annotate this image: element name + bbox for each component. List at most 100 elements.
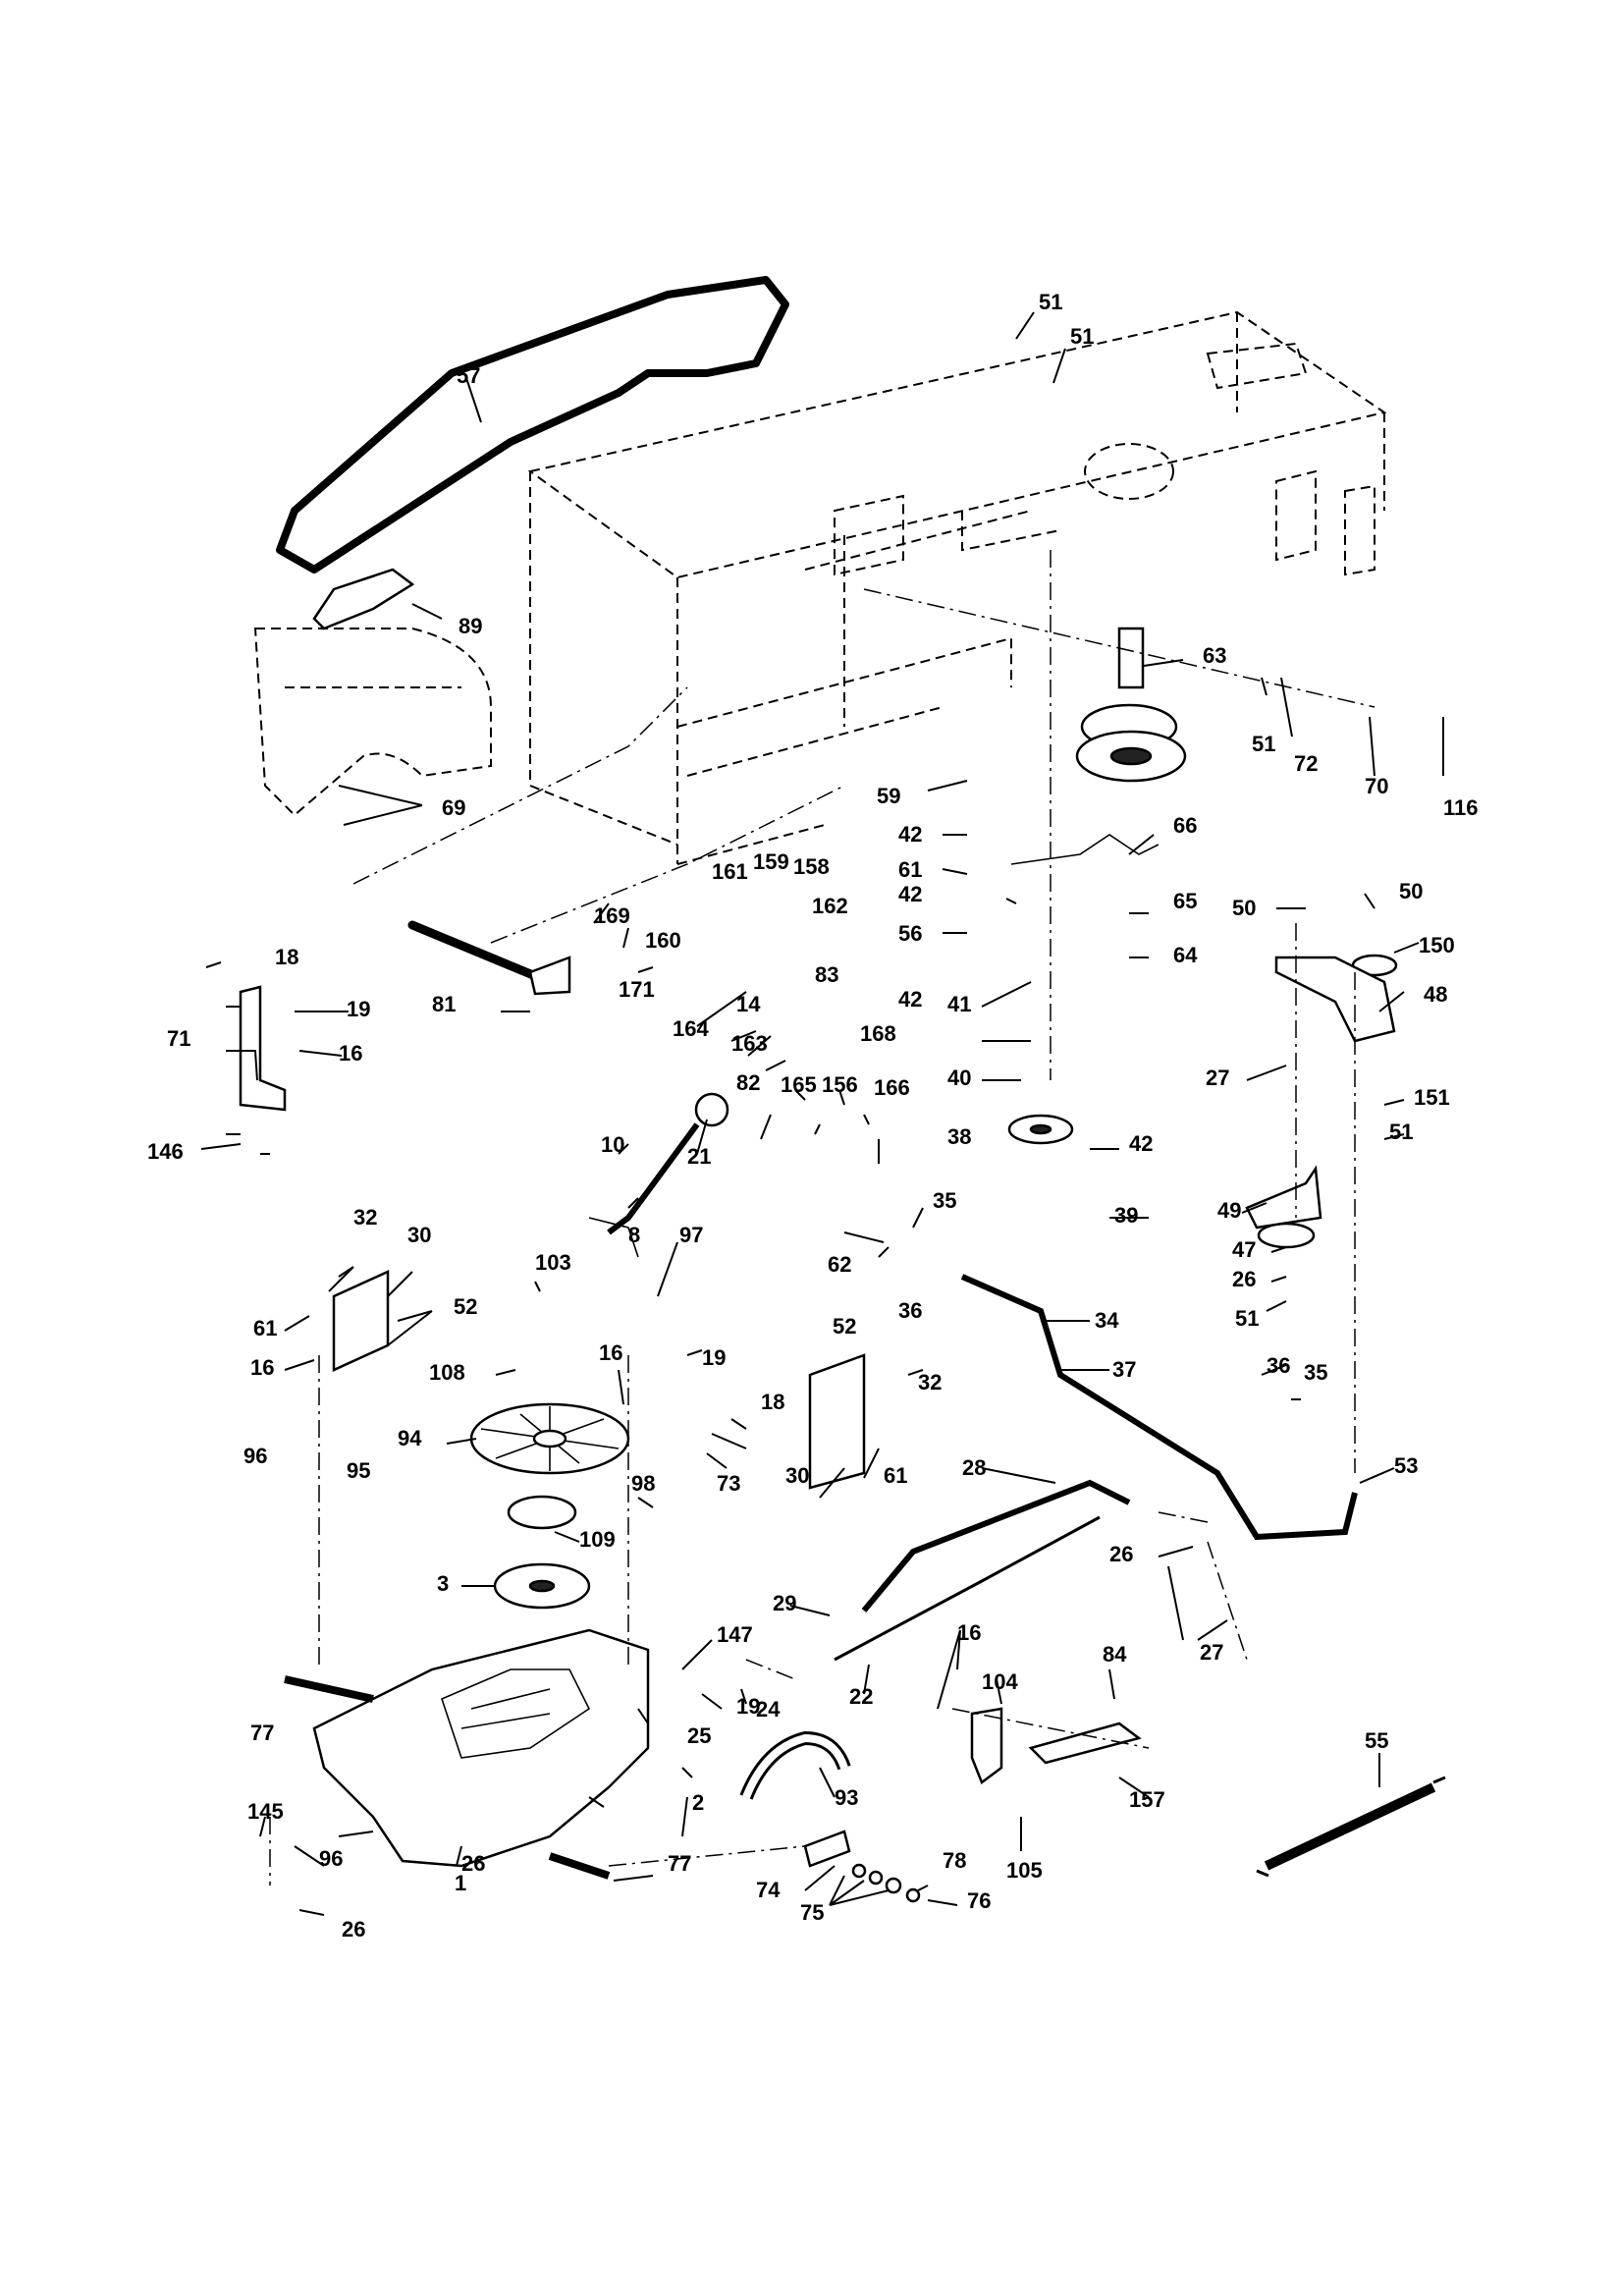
belt-guide <box>312 568 415 630</box>
callout-16-3: 16 <box>599 1340 622 1365</box>
callout-84: 84 <box>1103 1642 1127 1667</box>
callout-51-1: 51 <box>1039 290 1062 314</box>
callout-65: 65 <box>1173 889 1197 913</box>
axle-spacers <box>803 1830 921 1903</box>
callout-61-1: 61 <box>898 857 922 882</box>
callout-157: 157 <box>1129 1787 1165 1812</box>
idler-arm <box>1010 834 1160 865</box>
callout-82: 82 <box>736 1070 760 1095</box>
bracket-plate <box>332 1270 390 1372</box>
callout-49: 49 <box>1217 1198 1241 1223</box>
callout-41: 41 <box>947 992 971 1016</box>
callout-64: 64 <box>1173 943 1198 967</box>
callout-164: 164 <box>673 1016 709 1041</box>
transmission-pulley <box>493 1495 591 1610</box>
callout-35-2: 35 <box>1304 1360 1327 1385</box>
callout-30-1: 30 <box>407 1223 431 1247</box>
callout-147: 147 <box>717 1622 753 1647</box>
callout-40: 40 <box>947 1066 971 1090</box>
callout-94: 94 <box>398 1426 422 1450</box>
callout-95: 95 <box>347 1458 370 1483</box>
callout-42-1: 42 <box>898 822 922 847</box>
callout-37: 37 <box>1112 1357 1136 1382</box>
callout-2: 2 <box>692 1790 704 1815</box>
callout-51-4: 51 <box>1389 1120 1413 1144</box>
callout-50-1: 50 <box>1232 896 1256 920</box>
callout-75: 75 <box>800 1900 824 1925</box>
callout-169: 169 <box>594 903 630 928</box>
callout-16-1: 16 <box>339 1041 362 1066</box>
callout-168: 168 <box>860 1021 896 1046</box>
leader-lines <box>200 311 1444 1916</box>
shift-shaft <box>407 920 571 996</box>
callout-28: 28 <box>962 1455 986 1480</box>
callout-19-2: 19 <box>702 1345 726 1370</box>
shift-lever <box>588 1092 729 1258</box>
callout-21: 21 <box>687 1144 711 1169</box>
callout-59: 59 <box>877 784 900 808</box>
callout-10: 10 <box>601 1132 624 1157</box>
callout-63: 63 <box>1203 643 1226 668</box>
callout-55: 55 <box>1365 1728 1388 1753</box>
drive-belt <box>276 276 789 574</box>
callout-105: 105 <box>1006 1858 1043 1883</box>
brake-lever <box>1028 1722 1142 1765</box>
callout-18-1: 18 <box>275 945 298 969</box>
callout-76: 76 <box>967 1888 991 1913</box>
callout-36-1: 36 <box>898 1298 922 1323</box>
idler-bracket-lower <box>1245 1165 1322 1230</box>
callout-8: 8 <box>628 1223 640 1247</box>
callout-32-2: 32 <box>918 1370 942 1394</box>
callout-42-4: 42 <box>1129 1131 1153 1156</box>
callout-81: 81 <box>432 992 456 1016</box>
callout-38: 38 <box>947 1124 971 1149</box>
callout-48: 48 <box>1424 982 1447 1007</box>
front-cover-outline <box>253 628 492 817</box>
callout-42-3: 42 <box>898 987 922 1011</box>
callout-53: 53 <box>1394 1453 1418 1478</box>
cooling-fan <box>469 1402 630 1475</box>
callout-32-1: 32 <box>353 1205 377 1230</box>
callout-47: 47 <box>1232 1237 1256 1262</box>
callout-26-1: 26 <box>1232 1267 1256 1291</box>
callout-29: 29 <box>773 1591 796 1615</box>
callout-97: 97 <box>679 1223 703 1247</box>
callout-166: 166 <box>874 1075 910 1100</box>
callout-26-4: 26 <box>342 1917 365 1941</box>
callout-16-2: 16 <box>250 1355 274 1380</box>
callout-103: 103 <box>535 1250 571 1275</box>
callout-89: 89 <box>458 614 482 638</box>
brake-bracket <box>970 1707 1003 1784</box>
callout-51-2: 51 <box>1070 324 1094 349</box>
callout-27-2: 27 <box>1200 1640 1223 1665</box>
callout-16-4: 16 <box>957 1620 981 1645</box>
callout-labels: 1238101416161616181819191921222425262626… <box>147 290 1479 1941</box>
callout-158: 158 <box>793 854 830 879</box>
callout-61-2: 61 <box>253 1316 277 1340</box>
frame-outline <box>527 310 1387 865</box>
callout-78: 78 <box>943 1848 966 1873</box>
callout-34: 34 <box>1095 1308 1119 1333</box>
brake-rods <box>834 1274 1358 1662</box>
callout-163: 163 <box>731 1031 768 1056</box>
engine-pulley <box>1075 627 1187 783</box>
callout-150: 150 <box>1419 933 1455 957</box>
callout-72: 72 <box>1294 751 1318 776</box>
callout-19-3: 19 <box>736 1694 760 1719</box>
callout-71: 71 <box>167 1026 190 1051</box>
callout-56: 56 <box>898 921 922 946</box>
bracket-left <box>239 985 287 1112</box>
callout-22: 22 <box>849 1684 873 1709</box>
callout-104: 104 <box>982 1669 1018 1694</box>
callout-171: 171 <box>619 977 655 1002</box>
callout-165: 165 <box>781 1072 817 1097</box>
callout-1: 1 <box>455 1871 466 1895</box>
callout-24: 24 <box>756 1697 781 1722</box>
callout-51-5: 51 <box>1235 1306 1259 1331</box>
callout-146: 146 <box>147 1139 184 1164</box>
callout-30-2: 30 <box>785 1463 809 1488</box>
callout-145: 145 <box>247 1799 284 1824</box>
callout-74: 74 <box>756 1878 781 1902</box>
